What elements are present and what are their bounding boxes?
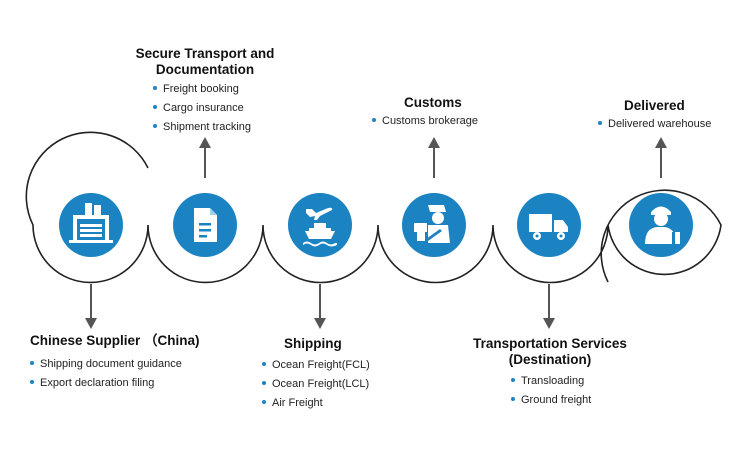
serpentine-connector-line [25,131,722,284]
list-item-text: Air Freight [272,397,323,409]
bullet-icon [153,86,157,91]
bullet-icon [153,124,157,129]
bullet-icon [598,121,602,126]
bullet-icon [262,381,266,386]
list-item-text: Customs brokerage [382,115,478,127]
list-item: Freight booking [153,80,290,99]
customs-officer-icon [414,205,450,243]
list-item: Ground freight [511,391,645,410]
document-icon [194,208,217,242]
bullet-icon [30,380,34,385]
warehouse-icon [69,203,113,243]
step-title-line: Customs [404,95,462,110]
step-title-line: Chinese Supplier （China) [30,333,200,348]
step-title: Customs [372,95,502,111]
step-title-line: (Destination) [508,352,592,367]
bullet-icon [372,118,376,123]
list-item: Customs brokerage [372,112,502,131]
step-title-line: Shipping [284,336,342,351]
step-node-customs [402,193,466,257]
step-label-transportation: Transportation Services (Destination) Tr… [455,336,645,410]
list-item-text: Ocean Freight(FCL) [272,359,370,371]
step-node-shipping [288,193,352,257]
list-item-text: Delivered warehouse [608,118,712,130]
list-item-text: Ground freight [521,394,592,406]
step-label-customs: Customs Customs brokerage [372,95,502,131]
step-title: Transportation Services (Destination) [455,336,645,368]
step-title: Chinese Supplier （China) [30,333,250,349]
arrow-up-secure-transport [199,137,211,178]
list-item: Ocean Freight(LCL) [262,375,402,394]
list-item: Delivered warehouse [598,115,738,134]
arrow-up-delivered [655,137,667,178]
step-label-shipping: Shipping Ocean Freight(FCL) Ocean Freigh… [262,336,402,413]
step-items: Transloading Ground freight [455,372,645,410]
step-title: Secure Transport and Documentation [120,46,290,78]
arrow-down-shipping [314,284,326,329]
bullet-icon [262,362,266,367]
list-item-text: Shipment tracking [163,121,252,133]
list-item-text: Shipping document guidance [40,358,182,370]
list-item: Transloading [511,372,645,391]
step-title: Shipping [262,336,402,352]
list-item-text: Ocean Freight(LCL) [272,378,370,390]
step-items: Ocean Freight(FCL) Ocean Freight(LCL) Ai… [262,356,402,413]
step-items: Customs brokerage [372,112,502,131]
list-item-text: Transloading [521,375,585,387]
list-item-text: Freight booking [163,83,239,95]
list-item-text: Export declaration filing [40,377,155,389]
bullet-icon [511,378,515,383]
bullet-icon [511,397,515,402]
list-item: Export declaration filing [30,374,250,393]
step-label-delivered: Delivered Delivered warehouse [598,98,738,134]
list-item: Air Freight [262,394,402,413]
step-node-delivered [629,193,693,257]
list-item-text: Cargo insurance [163,102,244,114]
plane-ship-icon [303,207,337,247]
step-items: Shipping document guidance Export declar… [30,355,250,393]
step-title-line: Delivered [624,98,685,113]
list-item: Cargo insurance [153,99,290,118]
step-items: Freight booking Cargo insurance Shipment… [120,80,290,137]
truck-icon [529,214,568,240]
arrow-up-customs [428,137,440,178]
step-node-supplier [59,193,123,257]
bullet-icon [153,105,157,110]
step-title-line: Secure Transport and [135,46,275,61]
delivery-person-icon [645,206,680,244]
step-label-supplier: Chinese Supplier （China) Shipping docume… [30,333,250,393]
step-items: Delivered warehouse [598,115,738,134]
step-title: Delivered [598,98,738,114]
step-title-line: Transportation Services [473,336,627,351]
step-label-secure-transport: Secure Transport and Documentation Freig… [120,46,290,137]
step-node-transportation [517,193,581,257]
arrow-down-supplier [85,284,97,329]
step-title-line: Documentation [155,62,255,77]
list-item: Shipment tracking [153,118,290,137]
list-item: Ocean Freight(FCL) [262,356,402,375]
bullet-icon [262,400,266,405]
bullet-icon [30,361,34,366]
list-item: Shipping document guidance [30,355,250,374]
arrow-down-transportation [543,284,555,329]
step-node-secure-transport [173,193,237,257]
